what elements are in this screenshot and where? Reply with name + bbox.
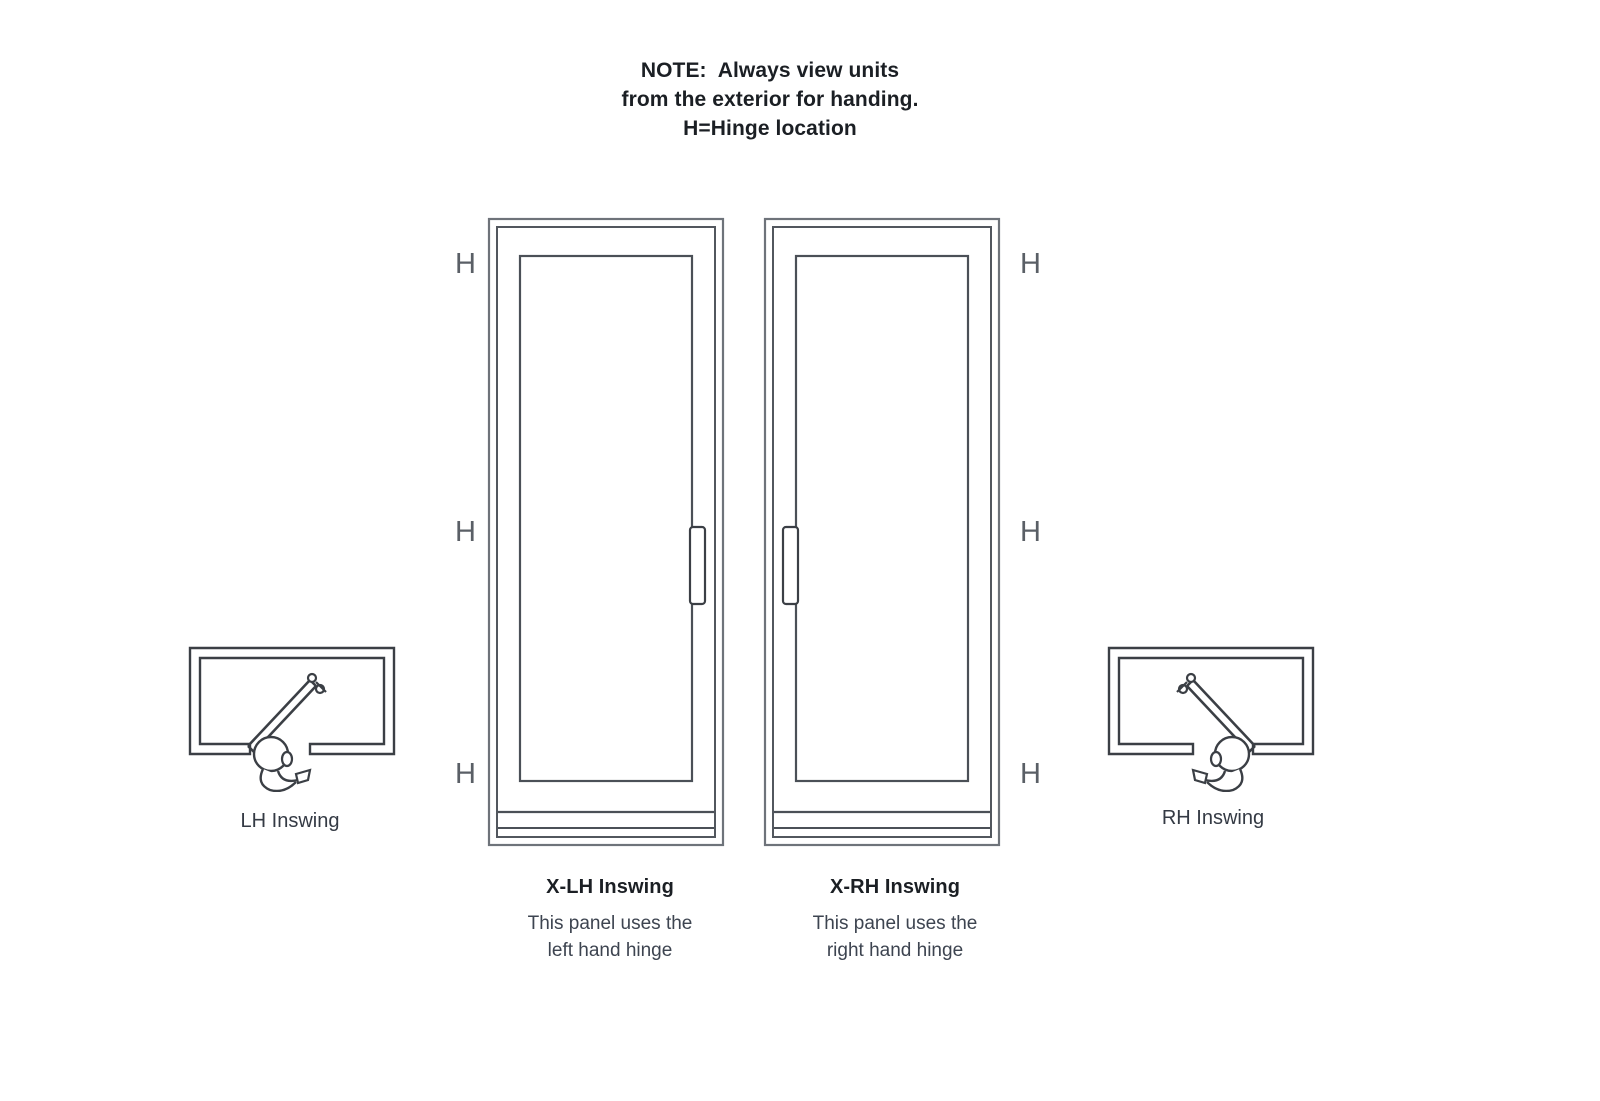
hinge-mark-left-middle: H [455,516,476,548]
note-line-1: NOTE: Always view units [640,59,900,82]
door-title-x-rh: X-RH Inswing [829,876,961,898]
door-elevation-x-lh [486,216,726,853]
note-line-2: from the exterior for handing. [621,88,919,111]
note-line-3: H=Hinge location [683,117,857,140]
door-handle-x-rh [781,525,800,606]
door-title-x-lh: X-LH Inswing [546,876,674,898]
door-desc-x-lh-line2: left hand hinge [547,940,673,961]
plan-caption-rh: RH Inswing [1063,805,1363,831]
caption-x-lh-inswing: X-LH Inswing This panel uses the left ha… [450,874,770,964]
caption-x-rh-inswing: X-RH Inswing This panel uses the right h… [735,874,1055,964]
hinge-mark-right-top: H [1020,248,1041,280]
plan-label-lh: LH Inswing [240,810,340,832]
plan-caption-lh: LH Inswing [140,808,440,834]
door-desc-x-rh-line2: right hand hinge [826,940,964,961]
hinge-mark-left-top: H [455,248,476,280]
handing-note: NOTE: Always view units from the exterio… [555,56,985,143]
plan-label-rh: RH Inswing [1161,807,1265,829]
plan-wall-outline-lh [188,646,396,756]
door-desc-x-rh: This panel uses the right hand hinge [735,910,1055,964]
door-handle-x-lh [688,525,707,606]
hinge-mark-left-bottom: H [455,758,476,790]
plan-wall-outline-rh [1107,646,1315,756]
plan-person-figure-rh [1191,735,1251,793]
door-elevation-x-rh [762,216,1002,853]
plan-person-figure-lh [252,735,312,793]
hinge-mark-right-bottom: H [1020,758,1041,790]
hinge-mark-right-middle: H [1020,516,1041,548]
plan-view-lh-inswing [186,642,398,797]
door-desc-x-rh-line1: This panel uses the [812,913,978,934]
door-desc-x-lh: This panel uses the left hand hinge [450,910,770,964]
plan-view-rh-inswing [1105,642,1317,797]
door-desc-x-lh-line1: This panel uses the [527,913,693,934]
